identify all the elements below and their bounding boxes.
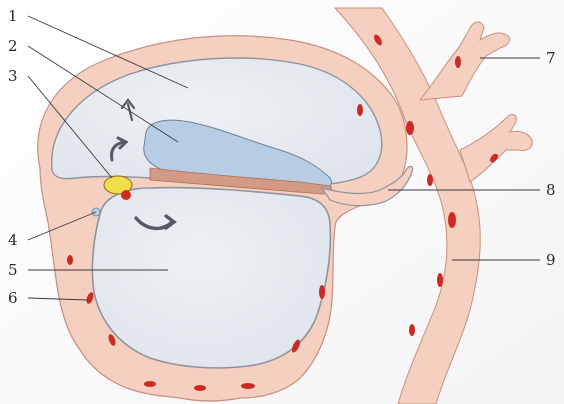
- label-8: 8: [546, 181, 556, 199]
- label-3: 3: [8, 67, 18, 85]
- yolk-sac-cavity: [92, 188, 330, 368]
- label-9: 9: [546, 251, 556, 269]
- label-7: 7: [546, 49, 556, 67]
- label-5: 5: [8, 261, 18, 279]
- label-4: 4: [8, 231, 18, 249]
- label-1: 1: [8, 7, 18, 25]
- label-2: 2: [8, 37, 18, 55]
- label-6: 6: [8, 289, 18, 307]
